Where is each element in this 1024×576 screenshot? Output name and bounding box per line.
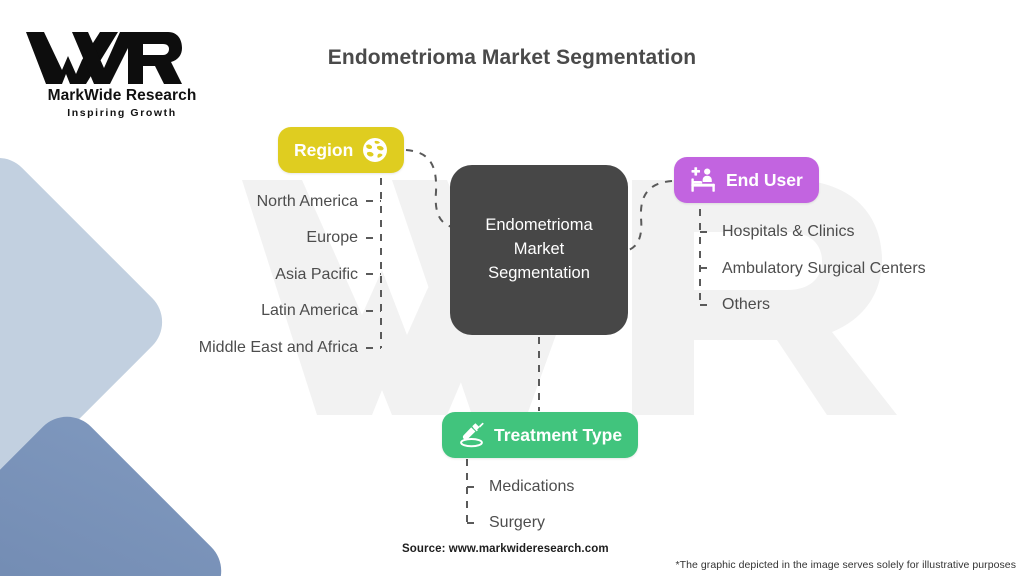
branch-node-treatment-type[interactable]: Treatment Type [442,412,639,458]
branch-label-end-user: End User [726,169,803,190]
branch-label-region: Region [294,139,354,160]
brand-tagline: Inspiring Growth [67,107,177,119]
decorative-square-light [0,143,177,501]
disclaimer-text: *The graphic depicted in the image serve… [675,559,1016,571]
center-node[interactable]: Endometrioma Market Segmentation [450,165,628,335]
leaf-region-1: Europe [306,229,358,246]
connector-enduser-center [625,180,673,252]
leaf-region-3: Latin America [261,302,358,319]
branch-label-treatment-type: Treatment Type [494,424,623,445]
leaf-end-user-1: Ambulatory Surgical Centers [722,260,926,277]
globe-icon [362,137,388,163]
leaf-treatment-0: Medications [489,478,575,495]
leaf-treatment-1: Surgery [489,514,546,531]
leaf-region-4: Middle East and Africa [198,339,358,356]
leaf-region-2: Asia Pacific [275,266,358,283]
hospital-bed-icon [690,167,717,193]
connector-region-center [405,149,453,228]
brand-name: MarkWide Research [47,87,197,104]
branch-node-region[interactable]: Region [278,127,405,173]
center-node-label: Endometrioma Market Segmentation [485,216,593,282]
page-title: Endometrioma Market Segmentation [327,46,697,69]
leaf-region-0: North America [256,193,358,210]
decorative-square-dark [0,402,236,576]
leaf-end-user-2: Others [722,296,771,313]
brand-logo: MarkWide Research Inspiring Growth [22,26,222,119]
source-text: Source: www.markwideresearch.com [402,543,609,555]
branch-node-end-user[interactable]: End User [674,157,819,203]
leaf-end-user-0: Hospitals & Clinics [722,223,855,240]
syringe-icon [458,422,485,448]
mwr-monogram-icon [26,32,182,84]
